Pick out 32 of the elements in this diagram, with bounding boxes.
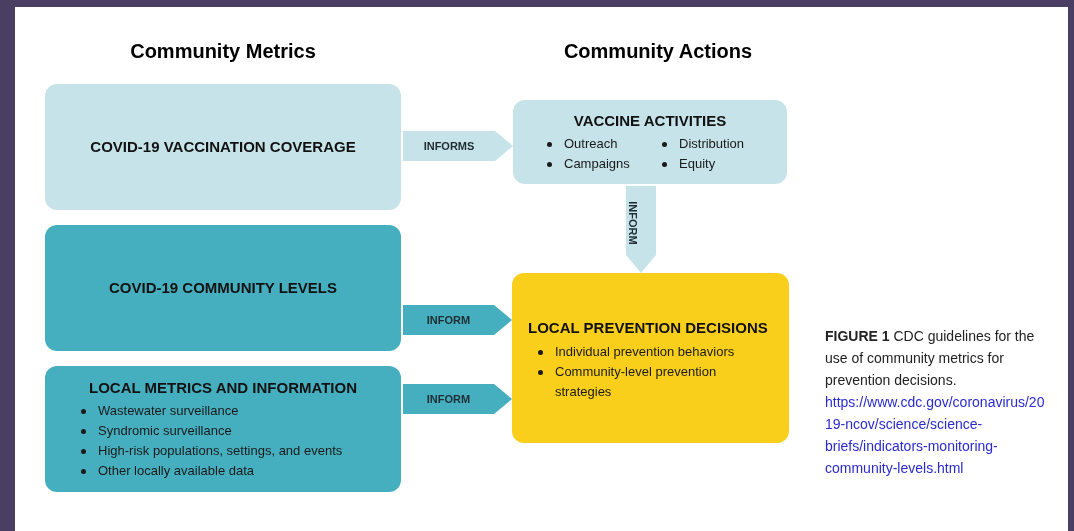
bullet-item: Individual prevention behaviors xyxy=(555,342,735,361)
edge-label: INFORMS xyxy=(423,140,475,152)
metric-box xyxy=(45,84,401,210)
edge-label: INFORM xyxy=(426,314,471,326)
box-title: COVID-19 VACCINATION COVERAGE xyxy=(90,136,356,157)
bullet-item: High-risk populations, settings, and events xyxy=(98,442,343,461)
box-title: LOCAL PREVENTION DECISIONS xyxy=(528,318,769,338)
arrow-band xyxy=(403,384,512,414)
bullet-item: Wastewater surveillance xyxy=(98,402,239,421)
bullet-item: Outreach xyxy=(564,135,618,154)
box-title: COVID-19 COMMUNITY LEVELS xyxy=(108,277,338,298)
bullet-item: Campaigns xyxy=(564,155,630,174)
arrow-band xyxy=(626,186,656,273)
bullet-item: Distribution xyxy=(679,135,745,154)
metric-box xyxy=(45,366,401,492)
box-title: VACCINE ACTIVITIES xyxy=(572,110,728,131)
bullet-item: Other locally available data xyxy=(98,462,255,481)
bullet-item: Equity xyxy=(679,155,716,174)
box-title: LOCAL METRICS AND INFORMATION xyxy=(87,377,358,398)
metric-box xyxy=(513,100,787,184)
bullet-item: Community-level prevention strategies xyxy=(555,362,718,401)
column-heading: Community Metrics xyxy=(129,39,317,64)
arrow-band xyxy=(403,131,513,161)
url-link: https://www.cdc.gov/coronavirus/2019-ncov/science/science-briefs/indicators-monitoring-community-levels.html xyxy=(825,394,1045,476)
metric-box xyxy=(45,225,401,351)
arrow-band xyxy=(403,305,512,335)
edge-label: INFORM xyxy=(426,393,471,405)
bullet-item: Syndromic surveillance xyxy=(98,422,232,441)
edge-label: INFORM xyxy=(626,200,638,245)
figure-caption: FIGURE 1 CDC guidelines for the use of community metrics for prevention decisions. xyxy=(825,328,1035,388)
metric-box xyxy=(512,273,789,443)
column-heading: Community Actions xyxy=(562,39,754,64)
